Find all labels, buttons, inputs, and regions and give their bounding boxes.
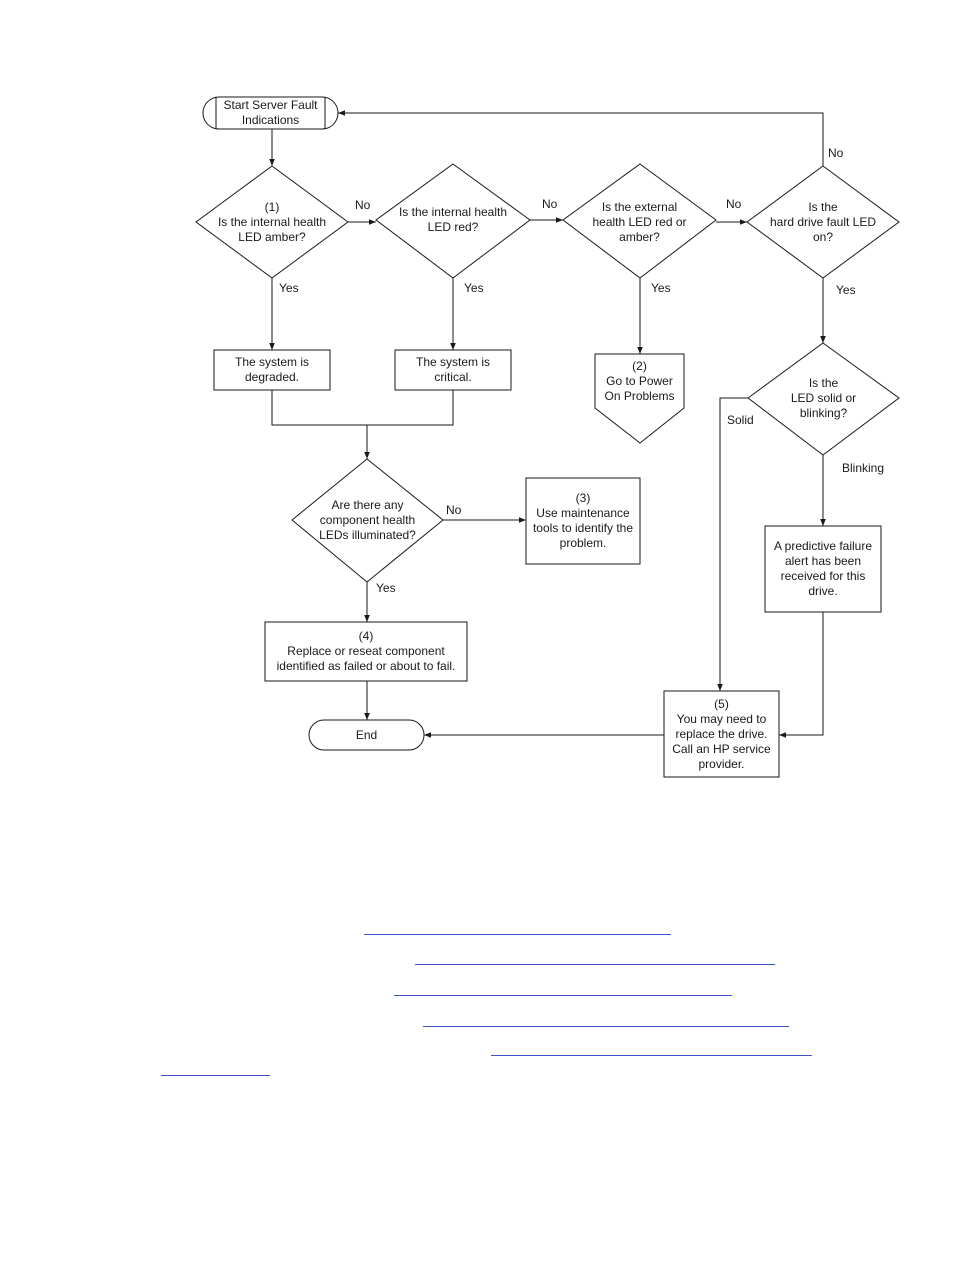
edge-q5-solid: Solid bbox=[727, 413, 754, 427]
edge-q5-blinking: Blinking bbox=[842, 461, 885, 475]
cross-reference-link-5-continued[interactable] bbox=[161, 1075, 270, 1076]
cross-reference-link-1[interactable] bbox=[364, 934, 671, 935]
cross-reference-link-2[interactable] bbox=[415, 964, 775, 965]
box-critical bbox=[394, 349, 512, 391]
edge-q3-yes: Yes bbox=[651, 281, 671, 295]
edge-q6-no: No bbox=[446, 503, 462, 517]
edge-q1-no: No bbox=[355, 198, 371, 212]
end-label: End bbox=[355, 727, 378, 742]
cross-reference-link-3[interactable] bbox=[394, 995, 732, 996]
edge-q4-yes: Yes bbox=[836, 283, 856, 297]
edge-q2-yes: Yes bbox=[464, 281, 484, 295]
cross-reference-link-5[interactable] bbox=[491, 1055, 812, 1056]
cross-reference-link-4[interactable] bbox=[423, 1026, 789, 1027]
box-replace-component bbox=[264, 621, 468, 682]
edge-q4-no: No bbox=[828, 146, 844, 160]
box-replace-drive bbox=[663, 690, 780, 778]
box-degraded bbox=[213, 349, 331, 391]
edge-q3-no: No bbox=[726, 197, 742, 211]
edge-q1-yes: Yes bbox=[279, 281, 299, 295]
edge-q6-yes: Yes bbox=[376, 581, 396, 595]
box-maintenance-tools bbox=[525, 477, 641, 565]
edge-q2-no: No bbox=[542, 197, 558, 211]
offpage-power-on bbox=[594, 353, 685, 444]
